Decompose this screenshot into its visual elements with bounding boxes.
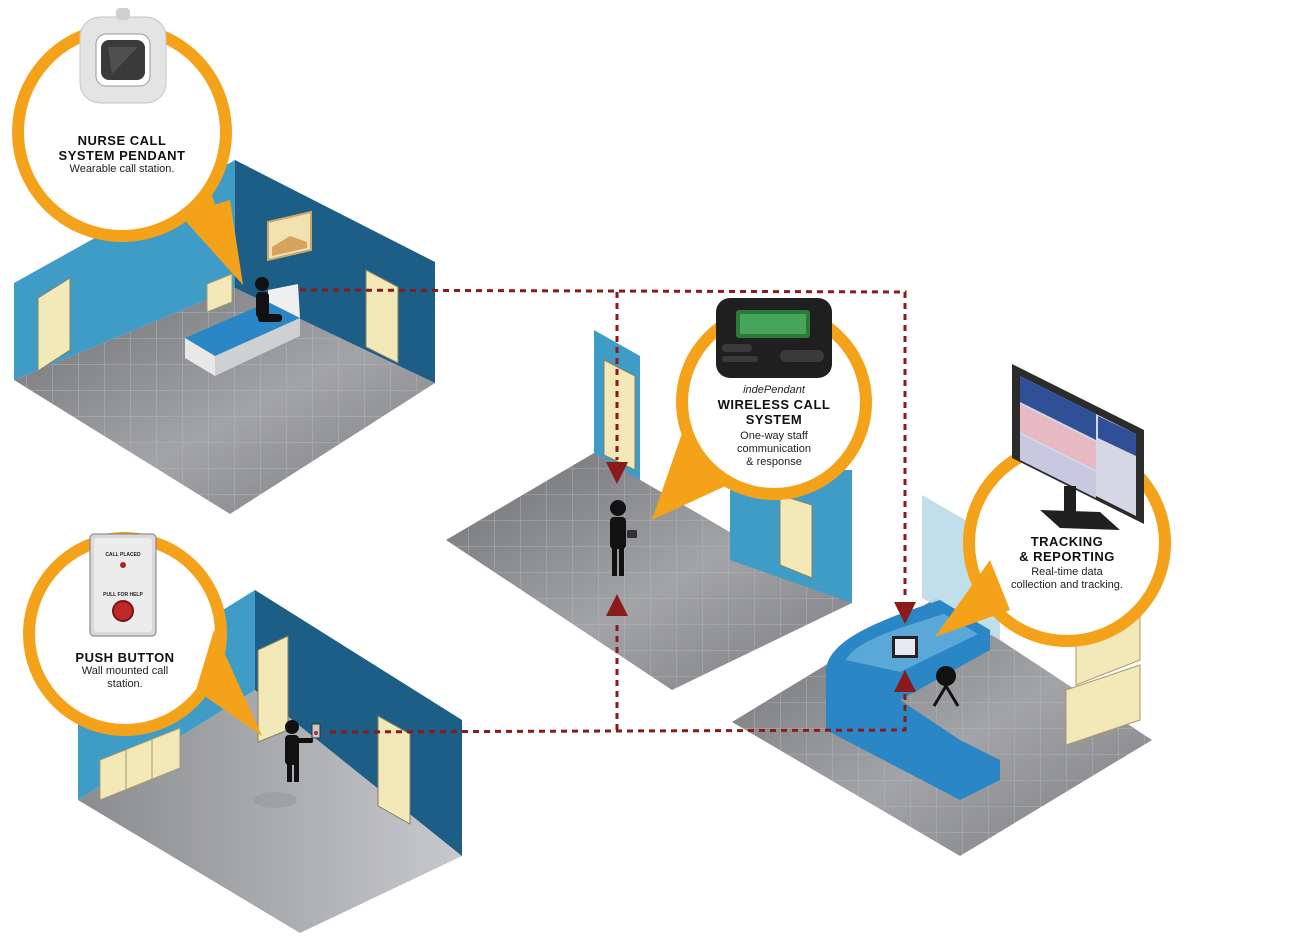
wireless-description-line1: One-way staff [740, 430, 808, 442]
door-left [37, 277, 71, 372]
device-label-call-placed: CALL PLACED [105, 552, 141, 558]
wall-call-button-icon: CALL PLACED PULL FOR HELP [89, 533, 157, 637]
staff-figure-corridor [610, 500, 637, 576]
push-button-description-line2: station. [107, 678, 143, 690]
wireless-callout-text: indePendant WIRELESS CALL SYSTEM One-way… [699, 384, 849, 469]
pager-icon [716, 298, 832, 378]
wireless-brand: indePendant [743, 384, 805, 396]
pendant-title-line2: SYSTEM PENDANT [58, 148, 186, 163]
patient-figure [255, 277, 282, 322]
tracking-description-line1: Real-time data [1031, 566, 1103, 578]
arrow-up-corridor [606, 594, 628, 616]
wireless-title-line1: WIRELESS CALL [717, 397, 831, 412]
callout-push-button: CALL PLACED PULL FOR HELP [23, 532, 262, 736]
tracking-title-line2: & REPORTING [1019, 549, 1115, 564]
connection-lines [299, 288, 907, 734]
arrow-down-station [894, 602, 916, 624]
push-button-description-line1: Wall mounted call [81, 665, 169, 677]
tracking-description-line2: collection and tracking. [1011, 579, 1123, 591]
wireless-description-line2: communication [737, 443, 811, 455]
connector-pendant [299, 288, 907, 600]
callout-wireless [650, 298, 872, 520]
staff-figure-push [253, 720, 313, 808]
tracking-callout-text: TRACKING & REPORTING Real-time data coll… [987, 534, 1147, 592]
tracking-title-line1: TRACKING [1030, 534, 1104, 549]
pendant-title-line1: NURSE CALL [77, 133, 167, 148]
arrow-up-station [894, 670, 916, 692]
connector-push-button [329, 686, 907, 734]
device-label-pull-for-help: PULL FOR HELP [103, 592, 143, 598]
pull-for-help-button [112, 600, 134, 622]
callout-pendant [12, 8, 243, 285]
connector-arrows [606, 462, 916, 692]
wireless-description-line3: & response [746, 456, 802, 468]
call-placed-light [120, 562, 126, 568]
push-button-callout-text: PUSH BUTTON Wall mounted call station. [50, 650, 200, 691]
callout-tracking [935, 364, 1171, 647]
pendant-description: Wearable call station. [69, 163, 175, 175]
push-button-title: PUSH BUTTON [75, 650, 175, 665]
corridor [446, 330, 852, 690]
pendant-callout-text: NURSE CALL SYSTEM PENDANT Wearable call … [47, 133, 197, 176]
arrow-down-corridor [606, 462, 628, 484]
door-right [365, 269, 399, 364]
pendant-icon [79, 8, 167, 104]
monitor-icon [1012, 364, 1144, 530]
patient-room [14, 160, 435, 514]
wireless-title-line2: SYSTEM [745, 412, 803, 427]
